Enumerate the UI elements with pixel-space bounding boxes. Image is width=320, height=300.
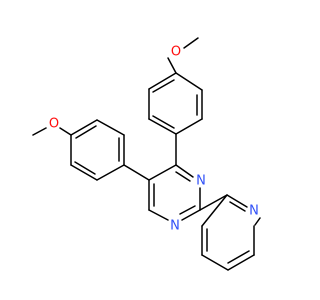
bond-pyr-c4-n3 xyxy=(175,164,194,178)
oxygen-atom-left: O xyxy=(49,117,59,132)
bond-pyridine-7 xyxy=(201,194,228,227)
bond-pyridine-5 xyxy=(201,254,229,271)
bond-left-ring-5 xyxy=(96,119,125,136)
bond-pyr-n1-c6 xyxy=(148,209,169,221)
nitrogen-atom-pyridine: N xyxy=(249,204,259,219)
bond-pyr-double-b xyxy=(179,205,196,215)
bond-pyridine-1 xyxy=(226,194,248,208)
bond-left-ring-double-c xyxy=(75,125,97,139)
bond-pyr-c2-n1 xyxy=(181,209,201,221)
nitrogen-atom-pyrimidine-right: N xyxy=(196,174,206,189)
bond-pyridine-4 xyxy=(227,254,255,271)
bond-top-ring-1 xyxy=(175,72,203,91)
bond-pyridine-double-b xyxy=(227,250,250,264)
bond-pyr-c5-c4 xyxy=(148,164,177,181)
bond-top-ring-double-b xyxy=(152,115,175,129)
oxygen-atom-top: O xyxy=(171,45,181,60)
nitrogen-atom-pyrimidine-bottom: N xyxy=(170,219,180,234)
bond-pyrimidine-left-ring xyxy=(123,164,150,181)
bond-methyl-o-top xyxy=(183,37,199,49)
bond-o-top-ring xyxy=(167,57,177,74)
bond-pyridine-double-a xyxy=(229,201,246,212)
bond-left-ring-o xyxy=(59,127,72,136)
bond-left-o-methyl xyxy=(32,127,47,136)
bond-pyrimidine-pyridine xyxy=(199,194,228,211)
molecule-structure: O O N N N xyxy=(32,37,261,271)
bond-top-ring-6 xyxy=(148,72,177,90)
bond-pyr-double-a xyxy=(175,171,191,182)
bond-left-ring-4 xyxy=(70,119,98,136)
bond-pyridine-2 xyxy=(254,217,261,226)
bond-left-ring-double-b xyxy=(74,161,96,175)
bond-left-ring-1 xyxy=(96,164,125,181)
bond-top-ring-double-c xyxy=(152,79,175,93)
molecule-canvas: O O N N N xyxy=(32,37,261,271)
bond-left-ring-2 xyxy=(70,164,98,181)
bond-top-ring-4 xyxy=(148,118,177,135)
bond-top-ring-3 xyxy=(175,118,203,135)
